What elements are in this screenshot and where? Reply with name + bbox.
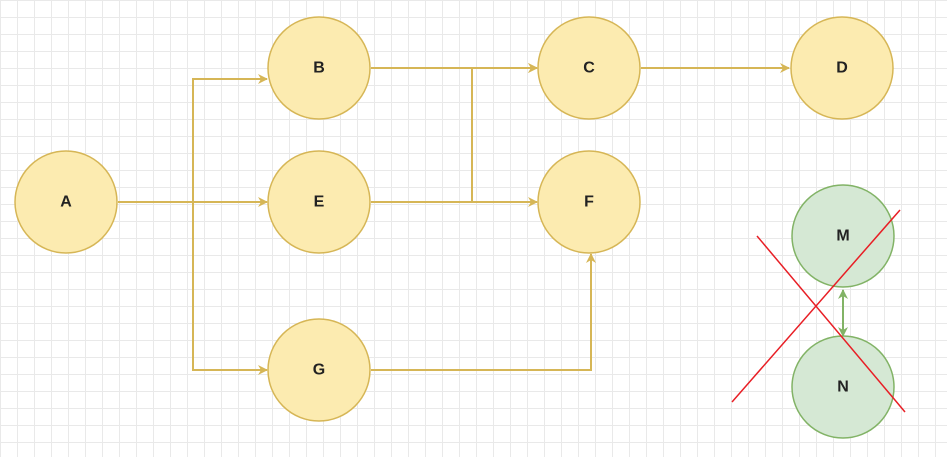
node-d[interactable]: D [790, 16, 894, 120]
node-f[interactable]: F [537, 150, 641, 254]
node-g-label: G [313, 362, 325, 379]
node-g[interactable]: G [267, 318, 371, 422]
node-d-label: D [836, 60, 848, 77]
node-m[interactable]: M [791, 184, 895, 288]
node-n-label: N [837, 379, 849, 396]
node-c-label: C [583, 60, 595, 77]
cross-line-2 [731, 209, 901, 403]
node-b[interactable]: B [267, 16, 371, 120]
edge-a-to-b [118, 74, 268, 203]
crossed-out-mark [731, 209, 906, 413]
edge-g-to-f [371, 253, 596, 371]
node-e[interactable]: E [267, 150, 371, 254]
edge-a-to-g [118, 201, 268, 375]
cross-line-1 [756, 235, 906, 413]
node-f-label: F [584, 194, 594, 211]
node-e-label: E [314, 194, 325, 211]
node-b-label: B [313, 60, 325, 77]
node-c[interactable]: C [537, 16, 641, 120]
node-n[interactable]: N [791, 335, 895, 439]
node-a-label: A [60, 194, 72, 211]
node-m-label: M [836, 228, 849, 245]
edge-e-to-c [371, 63, 538, 203]
node-a[interactable]: A [14, 150, 118, 254]
